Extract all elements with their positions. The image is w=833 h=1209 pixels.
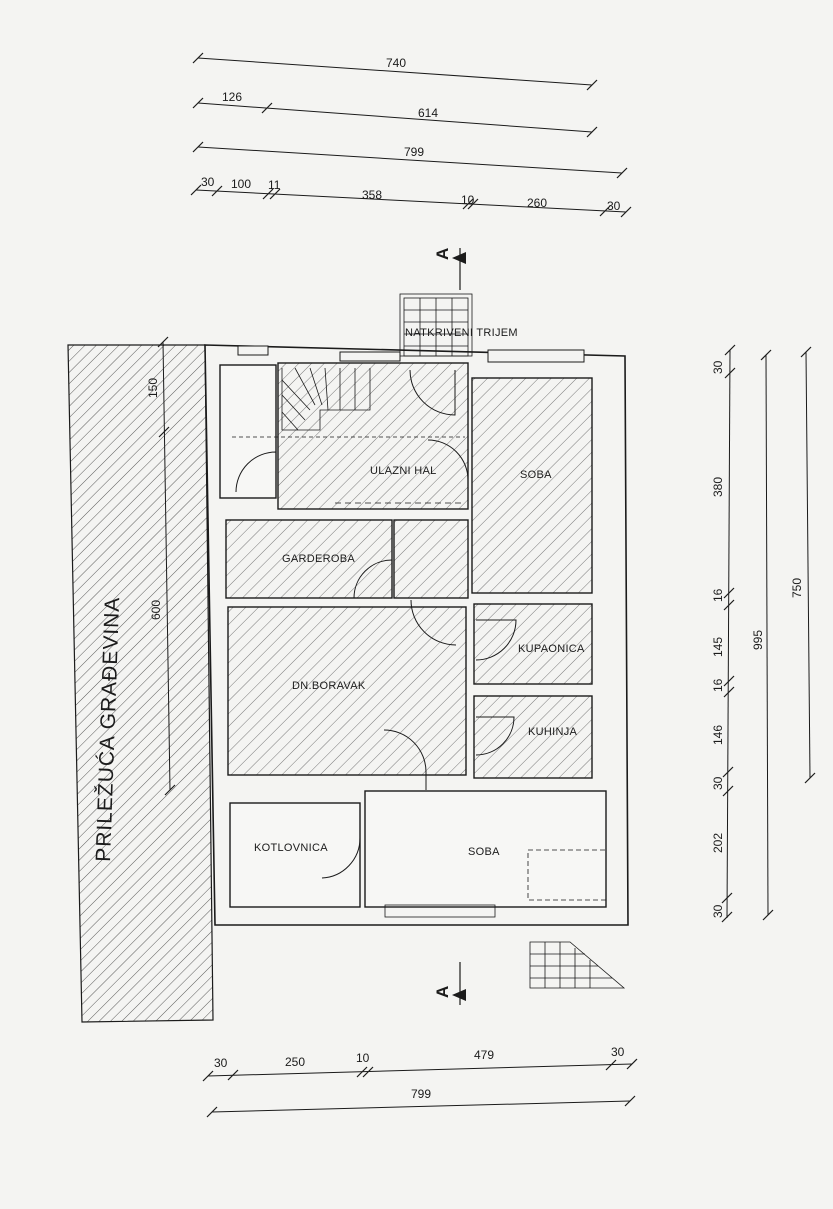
dim-100: 100 xyxy=(231,177,251,191)
dim-600: 600 xyxy=(149,600,163,620)
dim-r-30-a: 30 xyxy=(711,360,725,374)
room-kotlovnica xyxy=(229,802,361,908)
dim-b-479: 479 xyxy=(474,1048,494,1062)
dim-150: 150 xyxy=(146,378,160,398)
dim-799-bottom: 799 xyxy=(411,1087,431,1101)
label-soba-upper: SOBA xyxy=(520,469,552,481)
dim-10: 10 xyxy=(461,193,475,207)
room-corridor xyxy=(393,519,469,599)
label-soba-lower: SOBA xyxy=(468,846,500,858)
room-kupaonica xyxy=(473,603,593,685)
dim-r-30-c: 30 xyxy=(711,904,725,918)
dim-995: 995 xyxy=(751,630,765,650)
label-natkriveni-trijem: NATKRIVENI TRIJEM xyxy=(405,327,518,339)
room-soba-lower xyxy=(364,790,607,908)
dim-740: 740 xyxy=(386,56,406,70)
room-kuhinja xyxy=(473,695,593,779)
dim-b-30-b: 30 xyxy=(611,1045,625,1059)
label-kupaonica: KUPAONICA xyxy=(518,643,585,655)
outdoor-steps xyxy=(529,941,626,989)
porch xyxy=(237,293,585,363)
room-ulazni-hal xyxy=(277,362,469,510)
label-kotlovnica: KOTLOVNICA xyxy=(254,842,328,854)
dim-799-top: 799 xyxy=(404,145,424,159)
dimensions-right: 30 380 16 145 16 146 30 202 30 995 750 xyxy=(711,344,816,923)
dim-r-202: 202 xyxy=(711,833,725,853)
dim-r-16-b: 16 xyxy=(711,678,725,692)
dim-11: 11 xyxy=(268,178,281,192)
staircase xyxy=(281,367,371,431)
dim-30-a: 30 xyxy=(201,175,215,189)
dimensions-left: 150 600 xyxy=(146,336,176,796)
room-dn-boravak xyxy=(227,606,467,776)
dimensions-top: 740 126 614 799 30 100 11 358 10 260 30 xyxy=(190,52,632,218)
dim-r-146: 146 xyxy=(711,725,725,745)
dimensions-bottom: 30 250 10 479 30 799 xyxy=(202,1045,638,1118)
dim-750: 750 xyxy=(790,578,804,598)
label-dn-boravak: DN.BORAVAK xyxy=(292,680,366,692)
dim-r-145: 145 xyxy=(711,637,725,657)
label-garderoba: GARDEROBA xyxy=(282,553,355,565)
dim-r-30-b: 30 xyxy=(711,776,725,790)
dim-b-30-a: 30 xyxy=(214,1056,228,1070)
room-soba-upper xyxy=(471,377,593,594)
svg-text:A: A xyxy=(433,248,452,260)
dim-b-250: 250 xyxy=(285,1055,305,1069)
dim-126: 126 xyxy=(222,90,242,104)
label-kuhinja: KUHINJA xyxy=(528,726,578,738)
dim-614: 614 xyxy=(418,106,438,120)
doors xyxy=(235,369,517,879)
label-ulazni-hal: ULAZNI HAL xyxy=(370,465,437,477)
dim-260: 260 xyxy=(527,196,547,210)
dim-30-b: 30 xyxy=(607,199,621,213)
room-storage xyxy=(219,364,277,499)
room-garderoba xyxy=(225,519,393,599)
neighbor-building: PRILEŽUĆA GRAĐEVINA xyxy=(67,344,214,1023)
section-marker-bottom: A xyxy=(433,962,466,1005)
dim-r-380: 380 xyxy=(711,477,725,497)
section-marker-top: A xyxy=(433,248,466,290)
dim-358: 358 xyxy=(362,188,382,202)
dim-r-16-a: 16 xyxy=(711,588,725,602)
dim-b-10: 10 xyxy=(356,1051,370,1065)
svg-text:A: A xyxy=(433,986,452,998)
